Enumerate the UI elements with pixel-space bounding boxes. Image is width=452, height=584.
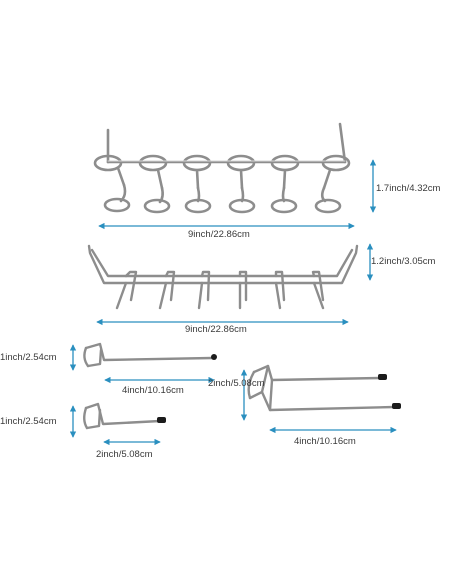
loop-rack: [93, 122, 351, 214]
label-top-width: 9inch/22.86cm: [188, 229, 250, 240]
prong-rack: [87, 244, 359, 310]
hook-4inch: [83, 342, 217, 368]
label-double-height: 2inch/5.08cm: [208, 378, 265, 389]
label-rack2-width: 9inch/22.86cm: [185, 324, 247, 335]
label-double-length: 4inch/10.16cm: [294, 436, 356, 447]
label-hook4-length: 4inch/10.16cm: [122, 385, 184, 396]
hook-tip: [392, 403, 401, 409]
hook-2inch: [83, 402, 166, 430]
label-top-height: 1.7inch/4.32cm: [376, 183, 441, 194]
label-hook2-length: 2inch/5.08cm: [96, 449, 153, 460]
label-rack2-height: 1.2inch/3.05cm: [371, 256, 436, 267]
label-hook2-height: 1inch/2.54cm: [0, 416, 57, 427]
label-hook4-height: 1inch/2.54cm: [0, 352, 57, 363]
hook-tip: [378, 374, 387, 380]
double-hook: [247, 364, 401, 412]
hook-tip: [211, 354, 217, 360]
hook-tip: [157, 417, 166, 423]
